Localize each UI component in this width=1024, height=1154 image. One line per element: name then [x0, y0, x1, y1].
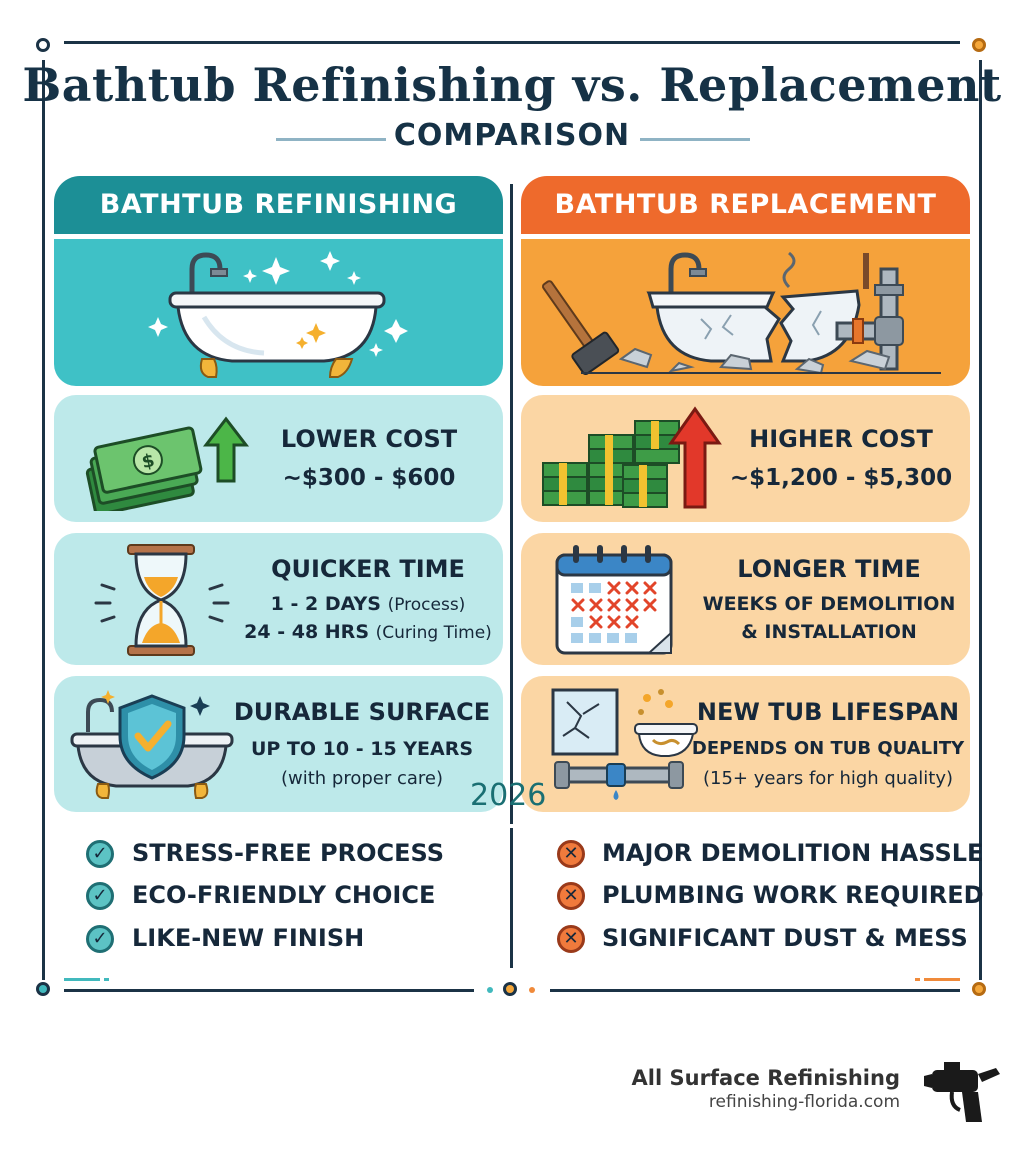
refinishing-hero: [54, 239, 503, 386]
brand-url: refinishing-florida.com: [708, 1092, 900, 1112]
corner-dot: [972, 38, 986, 52]
replacement-cost-title: HIGHER COST: [749, 425, 933, 453]
replacement-lifespan-card: NEW TUB LIFESPAN DEPENDS ON TUB QUALITY …: [521, 676, 970, 812]
column-divider: [510, 184, 513, 824]
replacement-hero: [521, 239, 970, 386]
sparkling-bathtub-icon: [148, 251, 408, 378]
year-stamp: 2026: [470, 778, 547, 813]
list-item: PLUMBING WORK REQUIRED: [602, 881, 984, 909]
replacement-lifespan-title: NEW TUB LIFESPAN: [696, 698, 960, 726]
check-icon: ✓: [86, 840, 114, 868]
corner-dot: [36, 982, 50, 996]
replacement-heading: BATHTUB REPLACEMENT: [521, 176, 970, 234]
list-item: ECO-FRIENDLY CHOICE: [132, 881, 436, 909]
check-icon: ✓: [86, 925, 114, 953]
list-item: MAJOR DEMOLITION HASSLE: [602, 839, 984, 867]
refinishing-time-card: QUICKER TIME 1 - 2 DAYS (Process) 24 - 4…: [54, 533, 503, 665]
replacement-time-card: LONGER TIME WEEKS OF DEMOLITION & INSTAL…: [521, 533, 970, 665]
page-subtitle: COMPARISON: [393, 118, 631, 153]
replacement-lifespan-line2: (15+ years for high quality): [702, 768, 954, 789]
refinishing-heading: BATHTUB REFINISHING: [54, 176, 503, 234]
refinishing-durability-card: DURABLE SURFACE UP TO 10 - 15 YEARS (wit…: [54, 676, 503, 812]
shield-check-tub-icon: [70, 690, 234, 799]
list-item: STRESS-FREE PROCESS: [132, 839, 444, 867]
money-stacks-arrow-up-icon: [542, 406, 722, 509]
refinishing-time-title: QUICKER TIME: [271, 555, 465, 583]
money-arrow-up-icon: $: [85, 416, 250, 511]
column-divider: [510, 828, 513, 968]
replacement-time-line1: WEEKS OF DEMOLITION: [702, 593, 956, 615]
spray-gun-icon: [924, 1062, 1000, 1122]
x-icon: ✕: [557, 840, 585, 868]
corner-dot: [972, 982, 986, 996]
calendar-icon: [555, 545, 673, 655]
replacement-cost-value: ~$1,200 - $5,300: [729, 465, 953, 491]
refinishing-durability-line1: UP TO 10 - 15 YEARS: [250, 738, 474, 760]
replacement-cost-card: HIGHER COST ~$1,200 - $5,300: [521, 395, 970, 522]
refinishing-cost-title: LOWER COST: [280, 425, 458, 453]
check-icon: ✓: [86, 882, 114, 910]
refinishing-durability-line2: (with proper care): [280, 768, 444, 789]
page-title: Bathtub Refinishing vs. Replacement: [22, 58, 1002, 112]
brand-name: All Surface Refinishing: [631, 1066, 900, 1090]
x-icon: ✕: [557, 882, 585, 910]
svg-text:$: $: [140, 450, 157, 473]
x-icon: ✕: [557, 925, 585, 953]
corner-dot: [36, 38, 50, 52]
replacement-time-line2: & INSTALLATION: [741, 621, 917, 643]
refinishing-cost-card: $ LOWER COST ~$300 - $600: [54, 395, 503, 522]
list-item: LIKE-NEW FINISH: [132, 924, 365, 952]
refinishing-cost-value: ~$300 - $600: [282, 465, 456, 491]
refinishing-time-line2: 24 - 48 HRS (Curing Time): [244, 621, 492, 643]
refinishing-time-line1: 1 - 2 DAYS (Process): [270, 593, 466, 615]
replacement-time-title: LONGER TIME: [737, 555, 921, 583]
broken-bathtub-hammer-icon: [542, 251, 941, 376]
cracked-tile-pipe-icon: [551, 688, 698, 800]
hourglass-icon: [94, 544, 230, 656]
replacement-lifespan-line1: DEPENDS ON TUB QUALITY: [691, 738, 965, 759]
refinishing-durability-title: DURABLE SURFACE: [233, 698, 491, 726]
list-item: SIGNIFICANT DUST & MESS: [602, 924, 968, 952]
